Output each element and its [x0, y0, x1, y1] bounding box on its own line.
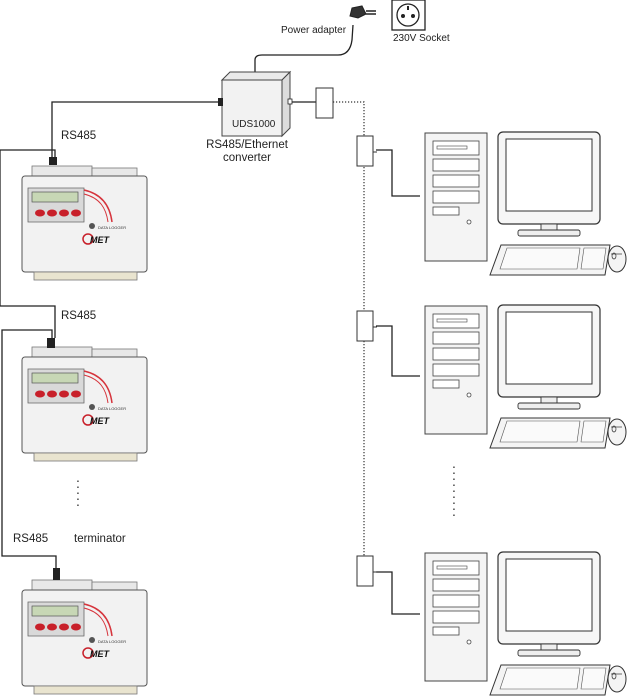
pc-link-wire-2 — [376, 325, 420, 377]
continuation-dots-loggers: ..... — [76, 469, 80, 509]
rs485-connector — [49, 157, 57, 165]
ethernet-connector-icon — [356, 555, 378, 587]
data-logger-2 — [21, 346, 148, 462]
adapter-to-converter-wire — [254, 24, 354, 75]
rs485-daisy-chain-wire-2 — [1, 329, 57, 568]
converter-name-label: UDS1000 — [232, 119, 276, 130]
ethernet-backbone-wire — [333, 101, 365, 570]
wall-socket-icon — [391, 0, 426, 31]
converter-desc-label-line1: RS485/Ethernet — [206, 139, 288, 151]
wires — [0, 24, 420, 615]
computer-workstation-2 — [424, 304, 627, 449]
pc-link-wire-3 — [376, 571, 420, 615]
power-plug-icon — [349, 5, 376, 19]
terminator-label: terminator — [74, 533, 126, 545]
ethernet-connector-icon — [356, 310, 378, 342]
rs485-daisy-chain-wire-1 — [0, 149, 56, 338]
rs485-label-1: RS485 — [61, 130, 97, 142]
power-adapter-label: Power adapter — [281, 25, 347, 36]
continuation-dots-workstations: ......... — [452, 455, 456, 519]
pc-link-wire-1 — [376, 149, 420, 197]
ethernet-connector-icon — [315, 87, 334, 119]
rs485-connector — [47, 338, 55, 348]
rs485-label-3: RS485 — [13, 533, 49, 545]
computer-workstation-3 — [424, 551, 627, 696]
computer-workstation-1 — [424, 131, 627, 276]
uds1000-converter — [218, 70, 293, 138]
rs485-label-2: RS485 — [61, 310, 97, 322]
ethernet-connector-icon — [356, 135, 378, 167]
data-logger-1 — [21, 165, 148, 281]
socket-label: 230V Socket — [393, 33, 450, 44]
converter-desc-label-line2: converter — [223, 152, 271, 164]
terminator-plug — [53, 568, 60, 580]
converter-to-bus-wire — [51, 101, 220, 158]
data-logger-3 — [21, 579, 148, 695]
